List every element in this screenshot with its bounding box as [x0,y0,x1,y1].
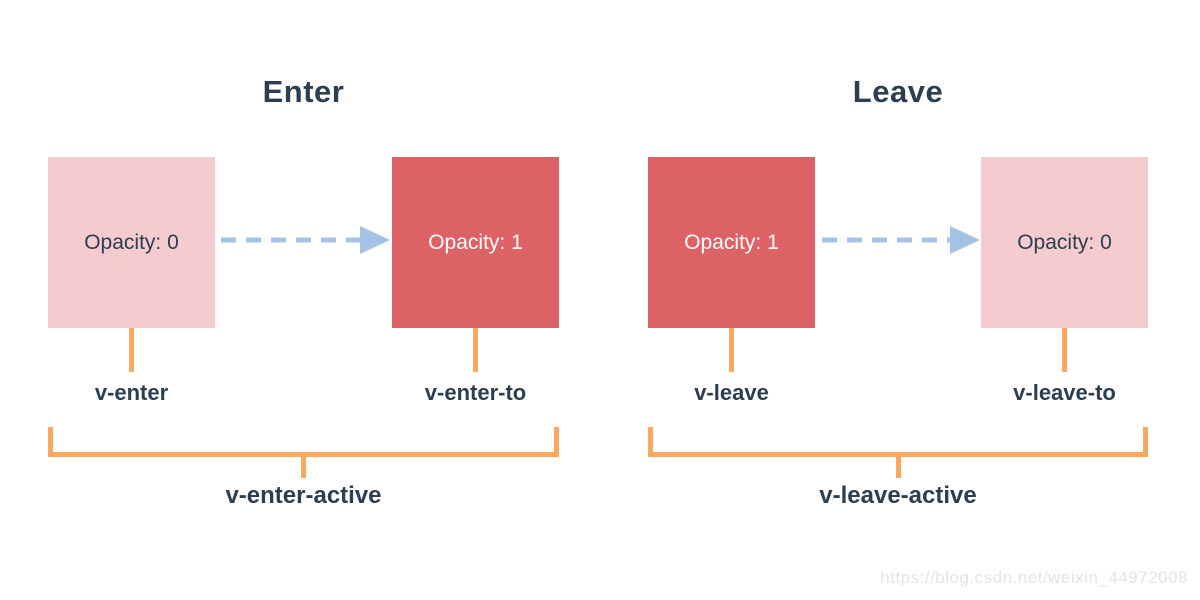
leave-class-label: v-leave [694,380,769,405]
enter-start-box: Opacity: 0 [48,157,215,328]
bracket-right-tick [554,427,559,457]
leave-start-box-label: Opacity: 1 [684,230,779,254]
leave-start-box: Opacity: 1 [648,157,815,328]
enter-class-label: v-enter [94,380,169,405]
bracket-bar [648,452,1148,457]
enter-panel: Enter Opacity: 0 Opacity: 1 v-enter v-en… [48,0,559,560]
leave-end-connector-line [1062,328,1067,372]
leave-start-connector-line [729,328,734,372]
bracket-right-tick [1143,427,1148,457]
enter-end-box-label: Opacity: 1 [428,230,523,254]
leave-panel: Leave Opacity: 1 Opacity: 0 v-leave v-le… [648,0,1148,560]
leave-to-class-label: v-leave-to [1013,380,1116,405]
bracket-bar [48,452,559,457]
enter-start-box-label: Opacity: 0 [84,230,179,254]
bracket-stem [301,457,306,478]
leave-end-box: Opacity: 0 [981,157,1148,328]
enter-to-class-label: v-enter-to [424,380,527,405]
leave-active-class-label: v-leave-active [819,482,977,509]
bracket-left-tick [48,427,53,457]
dashed-arrow-icon [221,226,390,254]
leave-end-box-label: Opacity: 0 [1017,230,1112,254]
leave-active-bracket [648,427,1148,478]
enter-title: Enter [262,74,345,109]
enter-active-bracket [48,427,559,478]
enter-end-connector-line [473,328,478,372]
bracket-stem [896,457,901,478]
bracket-left-tick [648,427,653,457]
enter-active-class-label: v-enter-active [225,482,382,509]
dashed-arrow-icon [822,226,980,254]
enter-end-box: Opacity: 1 [392,157,559,328]
leave-title: Leave [852,74,944,109]
enter-start-connector-line [129,328,134,372]
watermark-url: https://blog.csdn.net/weixin_44972008 [880,568,1188,587]
